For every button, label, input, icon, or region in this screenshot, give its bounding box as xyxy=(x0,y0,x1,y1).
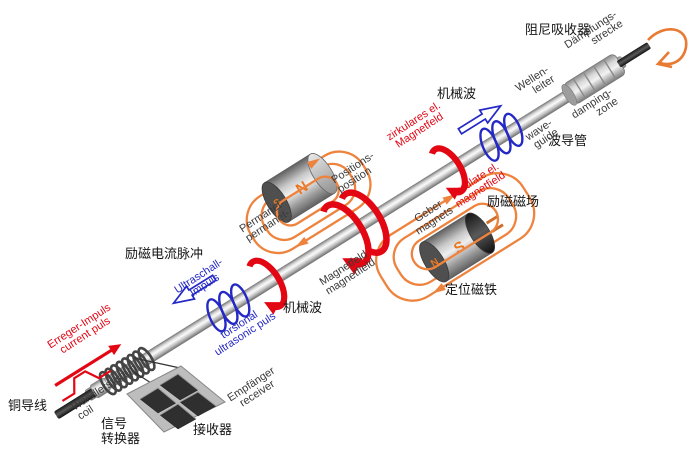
position-magnet-1: S N xyxy=(261,153,338,223)
end-reflection-arrow xyxy=(647,28,688,69)
label-signal-converter-zh: 信号 转换器 xyxy=(101,416,141,446)
rod-collar xyxy=(89,377,111,399)
ultrasonic-direction-arrow-left xyxy=(171,274,218,305)
label-excitation-field-zh: 励磁磁场 xyxy=(487,194,540,209)
rod-end-tip xyxy=(617,42,651,67)
label-mech-wave-bottom-zh: 机械波 xyxy=(283,300,323,315)
label-receiver-zh: 接收器 xyxy=(193,422,233,437)
receiver-chip xyxy=(126,365,226,433)
label-mech-wave-top-zh: 机械波 xyxy=(437,86,477,101)
ultrasonic-spiral-lower xyxy=(206,283,251,333)
excitation-current-arrow xyxy=(54,344,122,402)
label-position-magnet-zh: 定位磁铁 xyxy=(445,282,498,297)
copper-wire-tip xyxy=(54,388,97,419)
label-excitation-pulse-zh: 励磁电流脉冲 xyxy=(125,246,204,261)
waveguide-assembly: S N N S xyxy=(54,42,651,419)
torsion-wave-arrow-2 xyxy=(429,145,469,200)
magnet2-face-pole-label: N xyxy=(429,256,441,269)
label-copper-wire-zh: 铜导线 xyxy=(8,398,48,413)
field-loops-inner xyxy=(275,175,500,271)
ultrasonic-direction-arrow-right xyxy=(457,104,503,136)
waveguide-rod xyxy=(84,56,627,401)
label-damping-absorber-zh: 阻尼吸收器 xyxy=(525,22,591,37)
torsion-wave-arrow-center xyxy=(320,189,390,275)
label-waveguide-zh: 波导管 xyxy=(548,133,588,148)
magnet1-face-pole-label: S xyxy=(272,197,284,210)
torsion-wave-arrow-1 xyxy=(246,257,288,315)
